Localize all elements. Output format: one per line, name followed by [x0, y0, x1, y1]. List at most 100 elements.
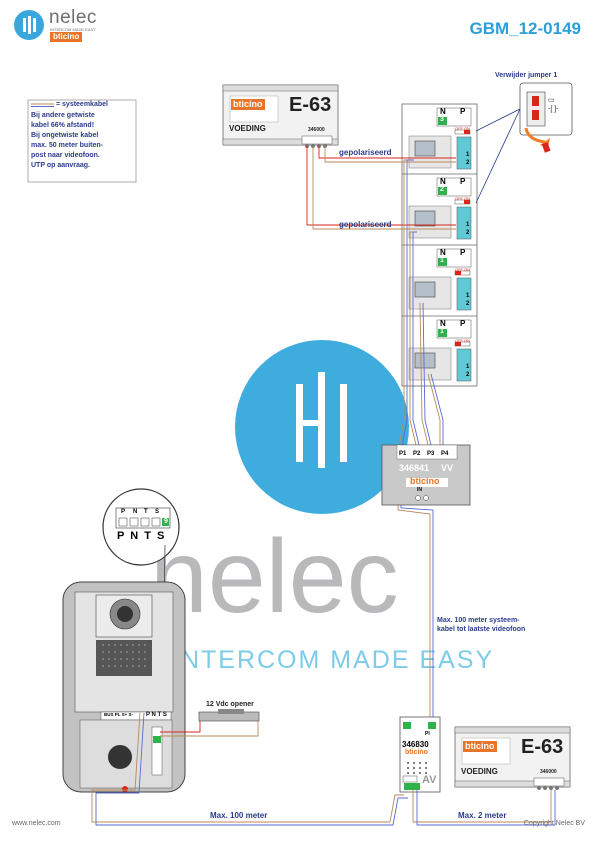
brand-tagline: INTERCOM MADE EASY — [50, 27, 96, 32]
jumper-label: Verwijder jumper 1 — [495, 72, 558, 79]
brand-name: nelec — [49, 7, 97, 28]
outdoor-panel — [62, 581, 186, 793]
distributor-vv: VV — [441, 463, 454, 473]
interface-av: AV — [422, 774, 437, 786]
psu-bottom — [454, 726, 571, 790]
distributor-port-3: P3 — [427, 451, 435, 457]
monitor-1-n: N — [440, 107, 446, 116]
monitor-3-on: ON — [464, 267, 470, 272]
monitor-2-t2: 2 — [466, 230, 470, 236]
psu-bottom-label: VOEDING — [461, 767, 498, 776]
monitor-3-off: OFF — [455, 267, 463, 272]
nelec-logo-icon — [14, 10, 44, 40]
monitor-2-t1: 1 — [466, 222, 470, 228]
distance-label-right: Max. 2 meter — [458, 811, 507, 820]
legend-title: = systeemkabel — [56, 101, 108, 108]
psu-bottom-code: 346000 — [540, 769, 557, 775]
polarity-label-1: gepolariseerd — [339, 148, 392, 157]
monitor-1-t2: 2 — [466, 160, 470, 166]
psu-top-brand: bticino — [231, 99, 265, 110]
zoom-label-t: T — [144, 509, 148, 515]
legend-line-4: max. 50 meter buiten- — [31, 142, 103, 149]
distributor-port-2: P2 — [413, 451, 421, 457]
legend-line-5: post naar videofoon. — [31, 152, 100, 159]
monitor-2-num: 2 — [440, 186, 444, 193]
polarity-label-2: gepolariseerd — [339, 220, 392, 229]
monitor-4-t1: 1 — [466, 364, 470, 370]
psu-bottom-model: E-63 — [521, 736, 564, 758]
psu-top — [222, 84, 339, 148]
footer-website[interactable]: www.nelec.com — [12, 820, 61, 827]
jumper-symbol: ▭-[ ]- — [548, 97, 559, 113]
monitor-2-n: N — [440, 177, 446, 186]
watermark-text-icon: nelec — [150, 519, 399, 635]
monitor-4-n: N — [440, 319, 446, 328]
monitor-2-off: OFF — [455, 196, 463, 201]
psu-top-label: VOEDING — [229, 124, 266, 133]
interface-brand: bticino — [405, 749, 428, 756]
monitor-1-on: ON — [464, 126, 470, 131]
interface-pi: PI — [425, 731, 430, 737]
distance-label-left: Max. 100 meter — [210, 811, 268, 820]
legend-line-2: kabel 66% afstand! — [31, 122, 95, 129]
jumper-detail — [475, 82, 573, 204]
doc-code: GBM_12-0149 — [469, 19, 581, 38]
legend-line-1: Bij andere getwiste — [31, 112, 95, 119]
zoom-label-n: N — [133, 509, 138, 515]
interface-code: 346830 — [402, 740, 429, 749]
door-opener — [160, 709, 260, 737]
wiring-bottom — [91, 712, 556, 826]
monitor-2-on: ON — [464, 196, 470, 201]
monitor-3-p: P — [460, 248, 466, 257]
psu-bottom-brand: bticino — [463, 741, 497, 752]
wiring-psu-top — [306, 146, 456, 230]
distributor-port-4: P4 — [441, 451, 449, 457]
monitor-unit-2 — [408, 177, 472, 240]
watermark-logo — [235, 340, 409, 514]
legend-line-3: Bij ongetwiste kabel — [31, 132, 99, 139]
cable-note-line1: Max. 100 meter systeem- — [437, 617, 520, 624]
psu-top-model: E-63 — [289, 94, 332, 116]
monitor-3-t1: 1 — [466, 293, 470, 299]
monitor-unit-4 — [408, 319, 472, 382]
monitor-2-p: P — [460, 177, 466, 186]
zoom-digit: 9 — [164, 518, 168, 525]
terminal-zoom — [102, 488, 180, 691]
watermark-tagline-icon: INTERCOM MADE EASY — [172, 646, 494, 674]
monitor-4-p: P — [460, 319, 466, 328]
monitor-unit-1 — [408, 107, 472, 170]
interface-346830 — [399, 716, 441, 793]
panel-pnts: P N T S — [146, 712, 167, 718]
legend-line-6: UTP op aanvraag. — [31, 162, 91, 169]
monitor-4-t2: 2 — [466, 372, 470, 378]
footer-copyright: Copyright Nelec BV — [523, 820, 585, 827]
opener-label: 12 Vdc opener — [206, 701, 254, 708]
monitor-4-off: OFF — [455, 338, 463, 343]
monitor-3-num: 1 — [440, 257, 444, 264]
zoom-label-s: S — [155, 509, 160, 515]
distributor-in: IN — [417, 487, 422, 493]
zoom-label-p: P — [121, 509, 126, 515]
monitor-3-n: N — [440, 248, 446, 257]
legend-box — [27, 99, 137, 183]
monitor-1-p: P — [460, 107, 466, 116]
distributor-brand: bticino — [410, 476, 440, 486]
wiring-riser — [397, 159, 444, 720]
distributor-port-1: P1 — [399, 451, 407, 457]
psu-top-code: 346000 — [308, 127, 325, 133]
monitor-1-off: OFF — [455, 126, 463, 131]
monitor-3-t2: 2 — [466, 301, 470, 307]
monitor-1-num: 3 — [440, 116, 444, 123]
monitor-4-on: ON — [464, 338, 470, 343]
monitor-1-t1: 1 — [466, 152, 470, 158]
header-logo: nelec INTERCOM MADE EASY bticino — [14, 7, 134, 42]
distributor-code: 346841 — [399, 463, 430, 473]
panel-terminal-label: BUS PL S+ S- — [104, 712, 134, 717]
monitor-4-num: 1 — [440, 328, 444, 335]
distributor-346841 — [381, 444, 471, 506]
sub-brand: bticino — [50, 32, 83, 42]
monitor-unit-3 — [408, 248, 472, 311]
cable-note-line2: kabel tot laatste videofoon — [437, 626, 526, 633]
zoom-bottom-label: P N T S — [117, 530, 165, 542]
